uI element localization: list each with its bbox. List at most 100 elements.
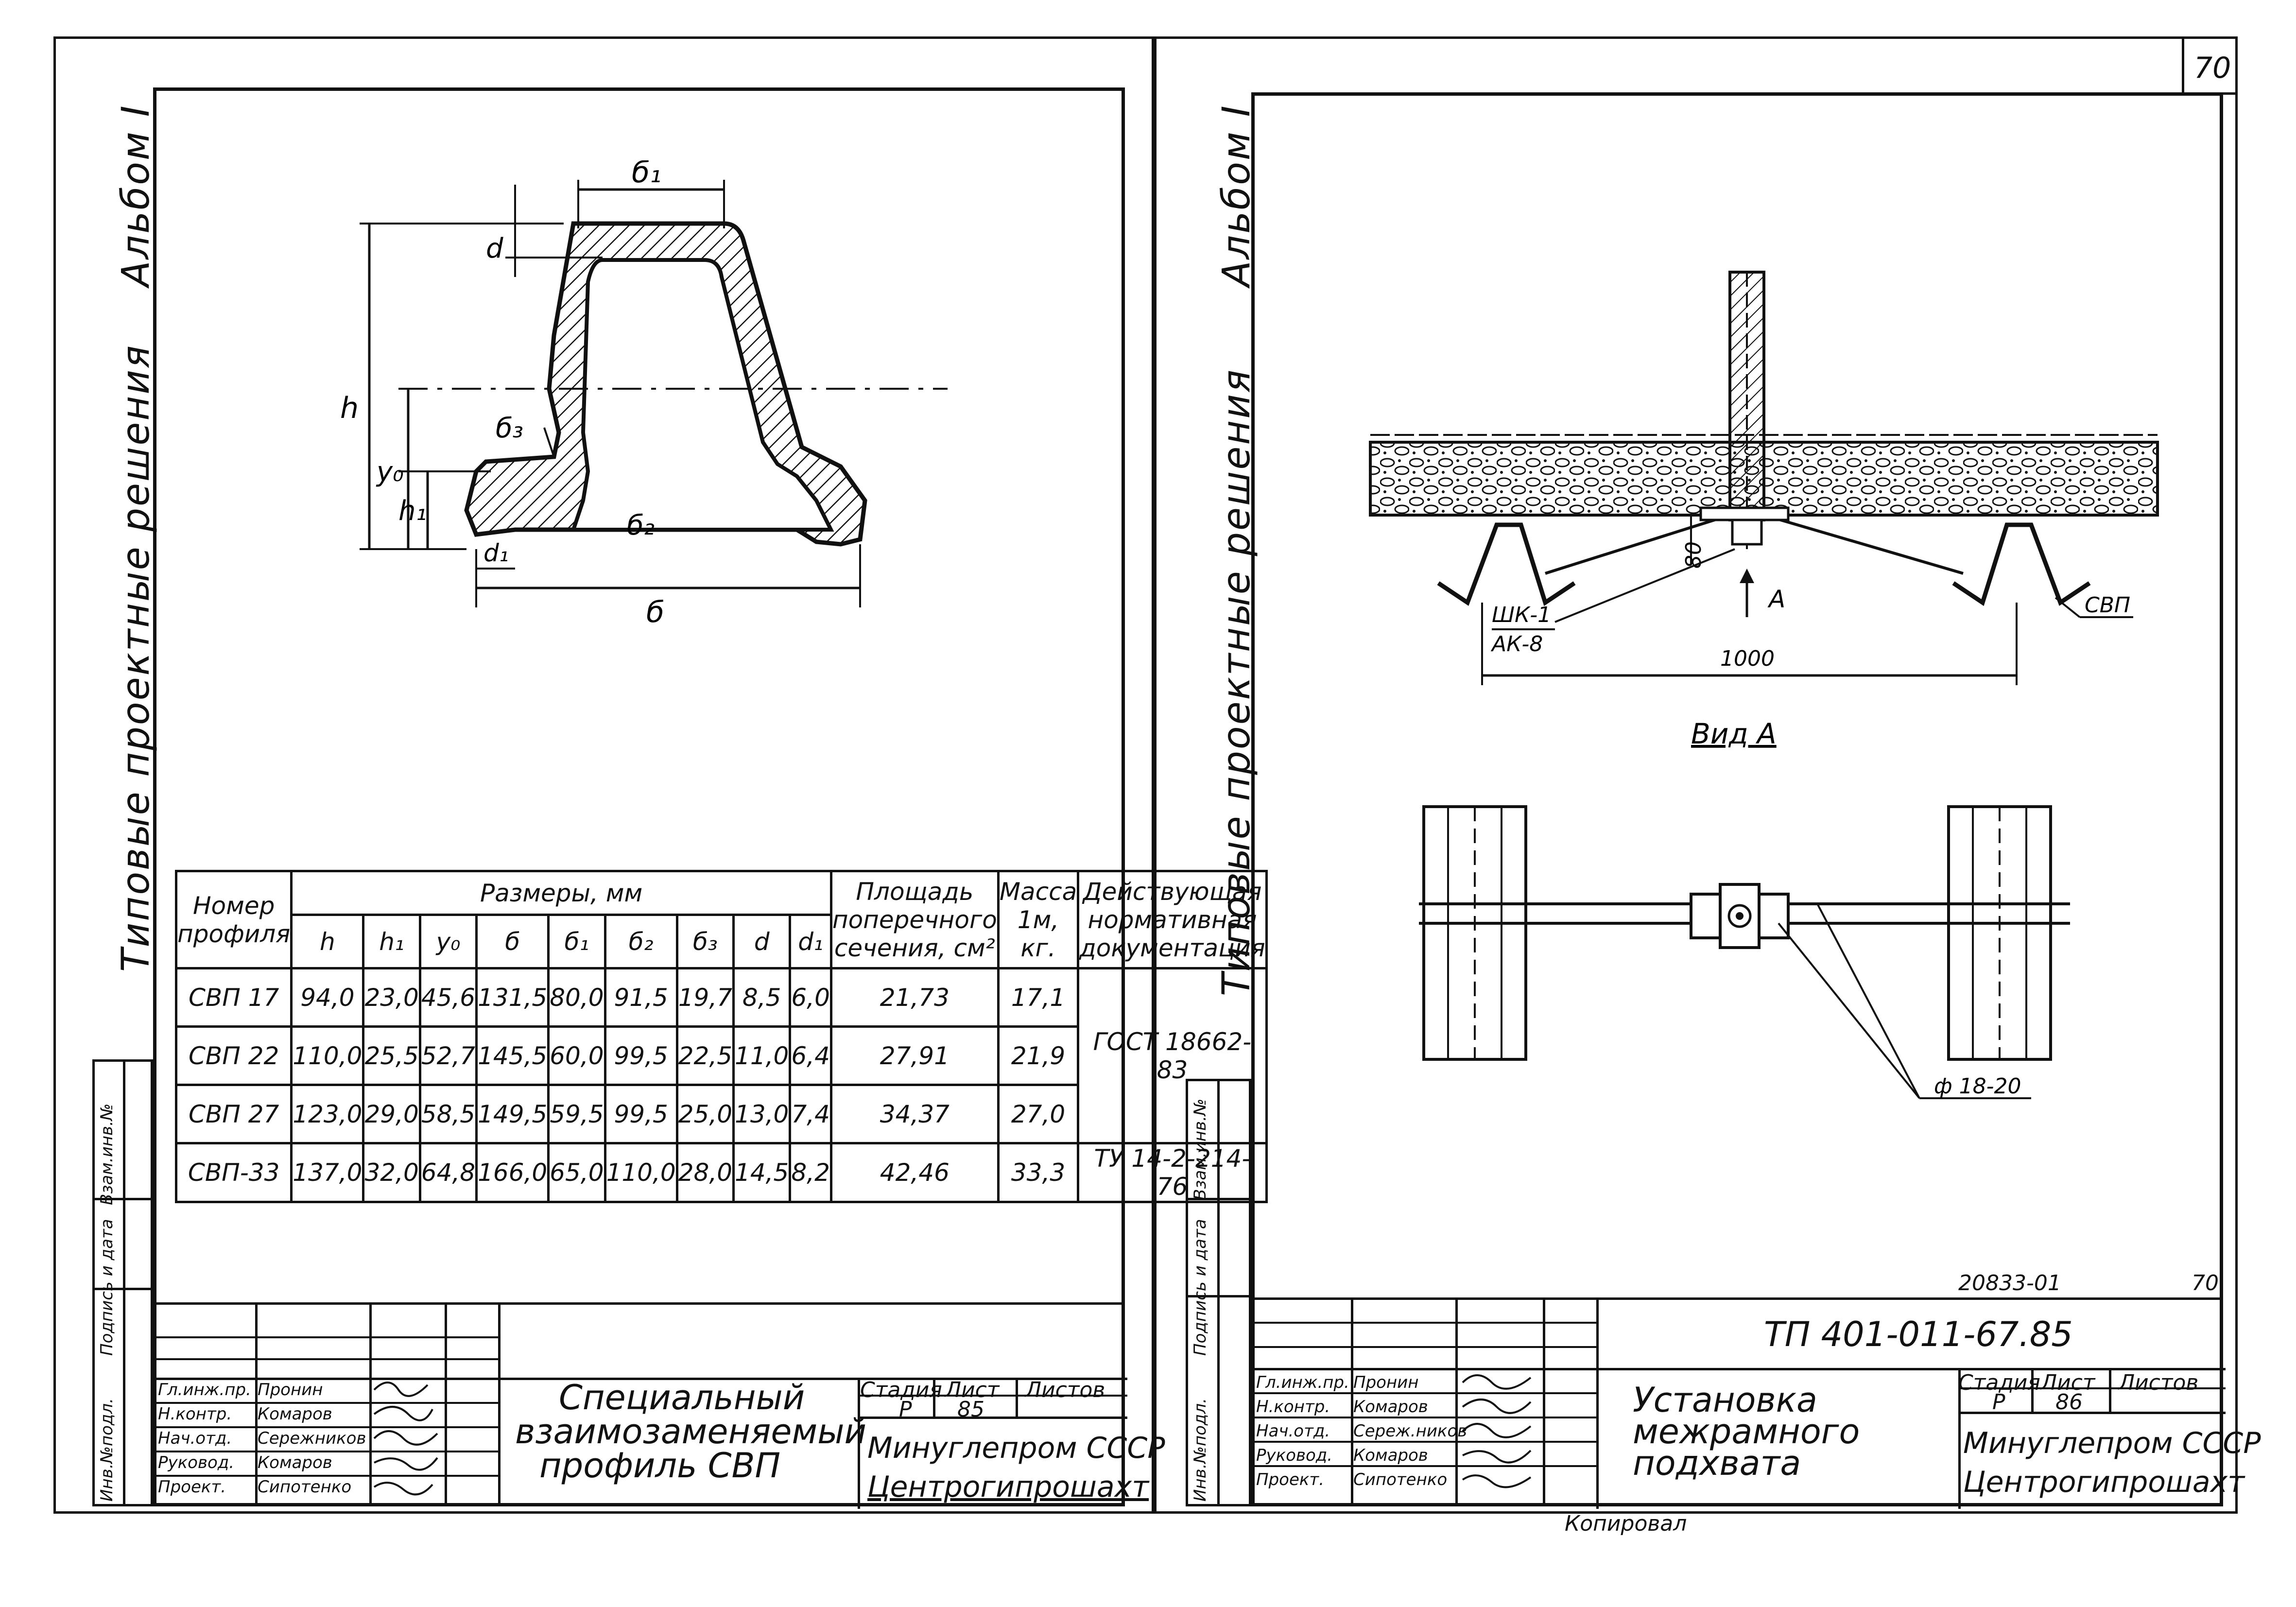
label-svp: СВП xyxy=(2085,593,2130,618)
label-h1: h₁ xyxy=(398,495,427,527)
left-name-3: Сережников xyxy=(258,1429,366,1448)
label-b3: б₃ xyxy=(496,413,523,444)
th-dim-y0: y₀ xyxy=(418,914,478,969)
right-stamp-vzam: Взам.инв.№ xyxy=(1191,1098,1210,1200)
doc-tu: ТУ 14-2-214-76 xyxy=(1077,1142,1268,1203)
right-signatures xyxy=(1462,1374,1532,1488)
left-stage-label: Стадия xyxy=(860,1378,942,1402)
right-role-3: Нач.отд. xyxy=(1256,1421,1330,1441)
label-d1: d₁ xyxy=(483,539,509,567)
label-b2: б₂ xyxy=(627,510,655,541)
th-dim-b1: б₁ xyxy=(547,914,606,969)
doc-page: 70 xyxy=(2192,1271,2219,1296)
right-sheet-label: Лист xyxy=(2041,1370,2095,1395)
left-stamp-sign: Подпись и дата xyxy=(97,1219,117,1356)
left-role-5: Проект. xyxy=(158,1477,226,1497)
right-role-2: Н.контр. xyxy=(1256,1397,1330,1417)
right-name-3: Сереж.ников xyxy=(1353,1421,1467,1441)
label-a: А xyxy=(1767,585,1785,613)
left-role-2: Н.контр. xyxy=(158,1404,232,1424)
left-title-3: профиль СВП xyxy=(539,1446,781,1486)
installation-drawing: 80 А ШК-1 АК-8 СВП 1000 Вид А ф 18-20 xyxy=(1369,271,2159,1099)
bottom-stamp: Копировал xyxy=(1565,1511,1687,1536)
left-org-2: Центрогипрошахт xyxy=(867,1470,1149,1504)
view-a-title: Вид А xyxy=(1691,717,1777,750)
left-side-stamp xyxy=(92,1059,153,1506)
th-dim-h1: h₁ xyxy=(362,914,421,969)
right-name-1: Пронин xyxy=(1353,1373,1419,1392)
dim-1000: 1000 xyxy=(1720,646,1775,671)
left-stamp-inv: Инв.№подл. xyxy=(97,1398,117,1502)
right-stage-label: Стадия xyxy=(1958,1370,2040,1395)
left-name-5: Сипотенко xyxy=(258,1477,352,1497)
left-name-2: Комаров xyxy=(258,1404,332,1424)
left-org-1: Минуглепром СССР xyxy=(867,1431,1165,1465)
left-role-3: Нач.отд. xyxy=(158,1429,232,1448)
th-doc: Действующая нормативная документация xyxy=(1077,870,1268,969)
label-shk: ШК-1 xyxy=(1492,603,1551,627)
left-title-block xyxy=(153,1302,1127,1509)
left-sheet-border xyxy=(53,36,1154,1514)
rod-label: ф 18-20 xyxy=(1934,1074,2021,1099)
label-d: d xyxy=(486,233,503,264)
right-title-2: межрамного xyxy=(1633,1412,1860,1451)
left-sheet-label: Лист xyxy=(945,1378,1000,1402)
left-series-label: Типовые проектные решения xyxy=(114,344,158,972)
table-row: СВП 17 94,0 23,0 45,6 131,5 80,0 91,5 19… xyxy=(174,967,1268,1144)
table-row: СВП 22 110,0 25,5 52,7 145,5 60,0 99,5 2… xyxy=(174,1025,1267,1086)
th-dim-h: h xyxy=(290,914,365,969)
left-title-2: взаимозаменяемый xyxy=(515,1412,867,1451)
left-title-1: Специальный xyxy=(559,1378,805,1417)
left-album-label: Альбом I xyxy=(114,104,158,287)
right-name-4: Комаров xyxy=(1353,1446,1428,1465)
profile-inner xyxy=(570,258,834,532)
doc-code: 20833-01 xyxy=(1958,1271,2061,1296)
right-stamp-sign: Подпись и дата xyxy=(1191,1219,1210,1356)
left-name-4: Комаров xyxy=(258,1453,332,1472)
right-name-5: Сипотенко xyxy=(1353,1470,1448,1489)
th-dim-b3: б₃ xyxy=(675,914,735,969)
right-sheets-label: Листов xyxy=(2119,1370,2199,1395)
right-sheet-border xyxy=(1154,36,2238,1514)
right-stamp-inv: Инв.№подл. xyxy=(1191,1398,1210,1502)
page-number-top: 70 xyxy=(2194,51,2231,85)
right-title-3: подхвата xyxy=(1633,1443,1801,1483)
label-h: h xyxy=(340,391,359,425)
right-org-1: Минуглепром СССР xyxy=(1963,1426,2261,1460)
profile-section-drawing: б₁ h d y₀ h₁ б₃ б₂ б d₁ xyxy=(340,160,948,629)
left-sheet-value: 85 xyxy=(957,1397,984,1422)
th-dim-d1: d₁ xyxy=(789,914,832,969)
project-code: ТП 401-011-67.85 xyxy=(1764,1314,2073,1354)
doc-gost: ГОСТ 18662-83 xyxy=(1077,967,1268,1144)
table-row: СВП 27 123,0 29,0 58,5 149,5 59,5 99,5 2… xyxy=(174,1084,1267,1144)
right-side-stamp xyxy=(1186,1079,1251,1506)
th-dims: Размеры, мм xyxy=(290,870,832,916)
right-stage-value: Р xyxy=(1992,1390,2005,1415)
th-dim-d: d xyxy=(732,914,792,969)
right-sheet-value: 86 xyxy=(2055,1390,2083,1415)
label-b: б xyxy=(646,595,664,629)
right-title-1: Установка xyxy=(1633,1380,1817,1420)
th-mass: Масса 1м, кг. xyxy=(997,870,1080,969)
right-title-block xyxy=(1251,1297,2226,1509)
left-signatures xyxy=(373,1382,438,1496)
right-role-1: Гл.инж.пр. xyxy=(1256,1373,1349,1392)
th-dim-b2: б₂ xyxy=(604,914,678,969)
right-name-2: Комаров xyxy=(1353,1397,1428,1417)
right-role-5: Проект. xyxy=(1256,1470,1325,1489)
right-role-4: Руковод. xyxy=(1256,1446,1333,1465)
th-dim-b: б xyxy=(475,914,550,969)
left-role-4: Руковод. xyxy=(158,1453,235,1472)
label-b1: б₁ xyxy=(632,160,661,190)
left-sheets-label: Листов xyxy=(1025,1378,1105,1402)
left-name-1: Пронин xyxy=(258,1380,323,1400)
left-stamp-vzam: Взам.инв.№ xyxy=(97,1103,117,1205)
th-profile: Номер профиля xyxy=(174,870,293,969)
table-row: СВП-33 137,0 32,0 64,8 166,0 65,0 110,0 … xyxy=(174,1142,1268,1203)
right-series-label: Типовые проектные решения xyxy=(1215,368,1259,996)
left-role-1: Гл.инж.пр. xyxy=(158,1380,251,1400)
profile-spec-table: Номер профиля Размеры, мм Площадь попере… xyxy=(174,870,1268,1203)
th-area: Площадь поперечного сечения, см² xyxy=(829,870,1000,969)
right-album-label: Альбом I xyxy=(1215,104,1259,287)
right-org-2: Центрогипрошахт xyxy=(1963,1465,2245,1499)
